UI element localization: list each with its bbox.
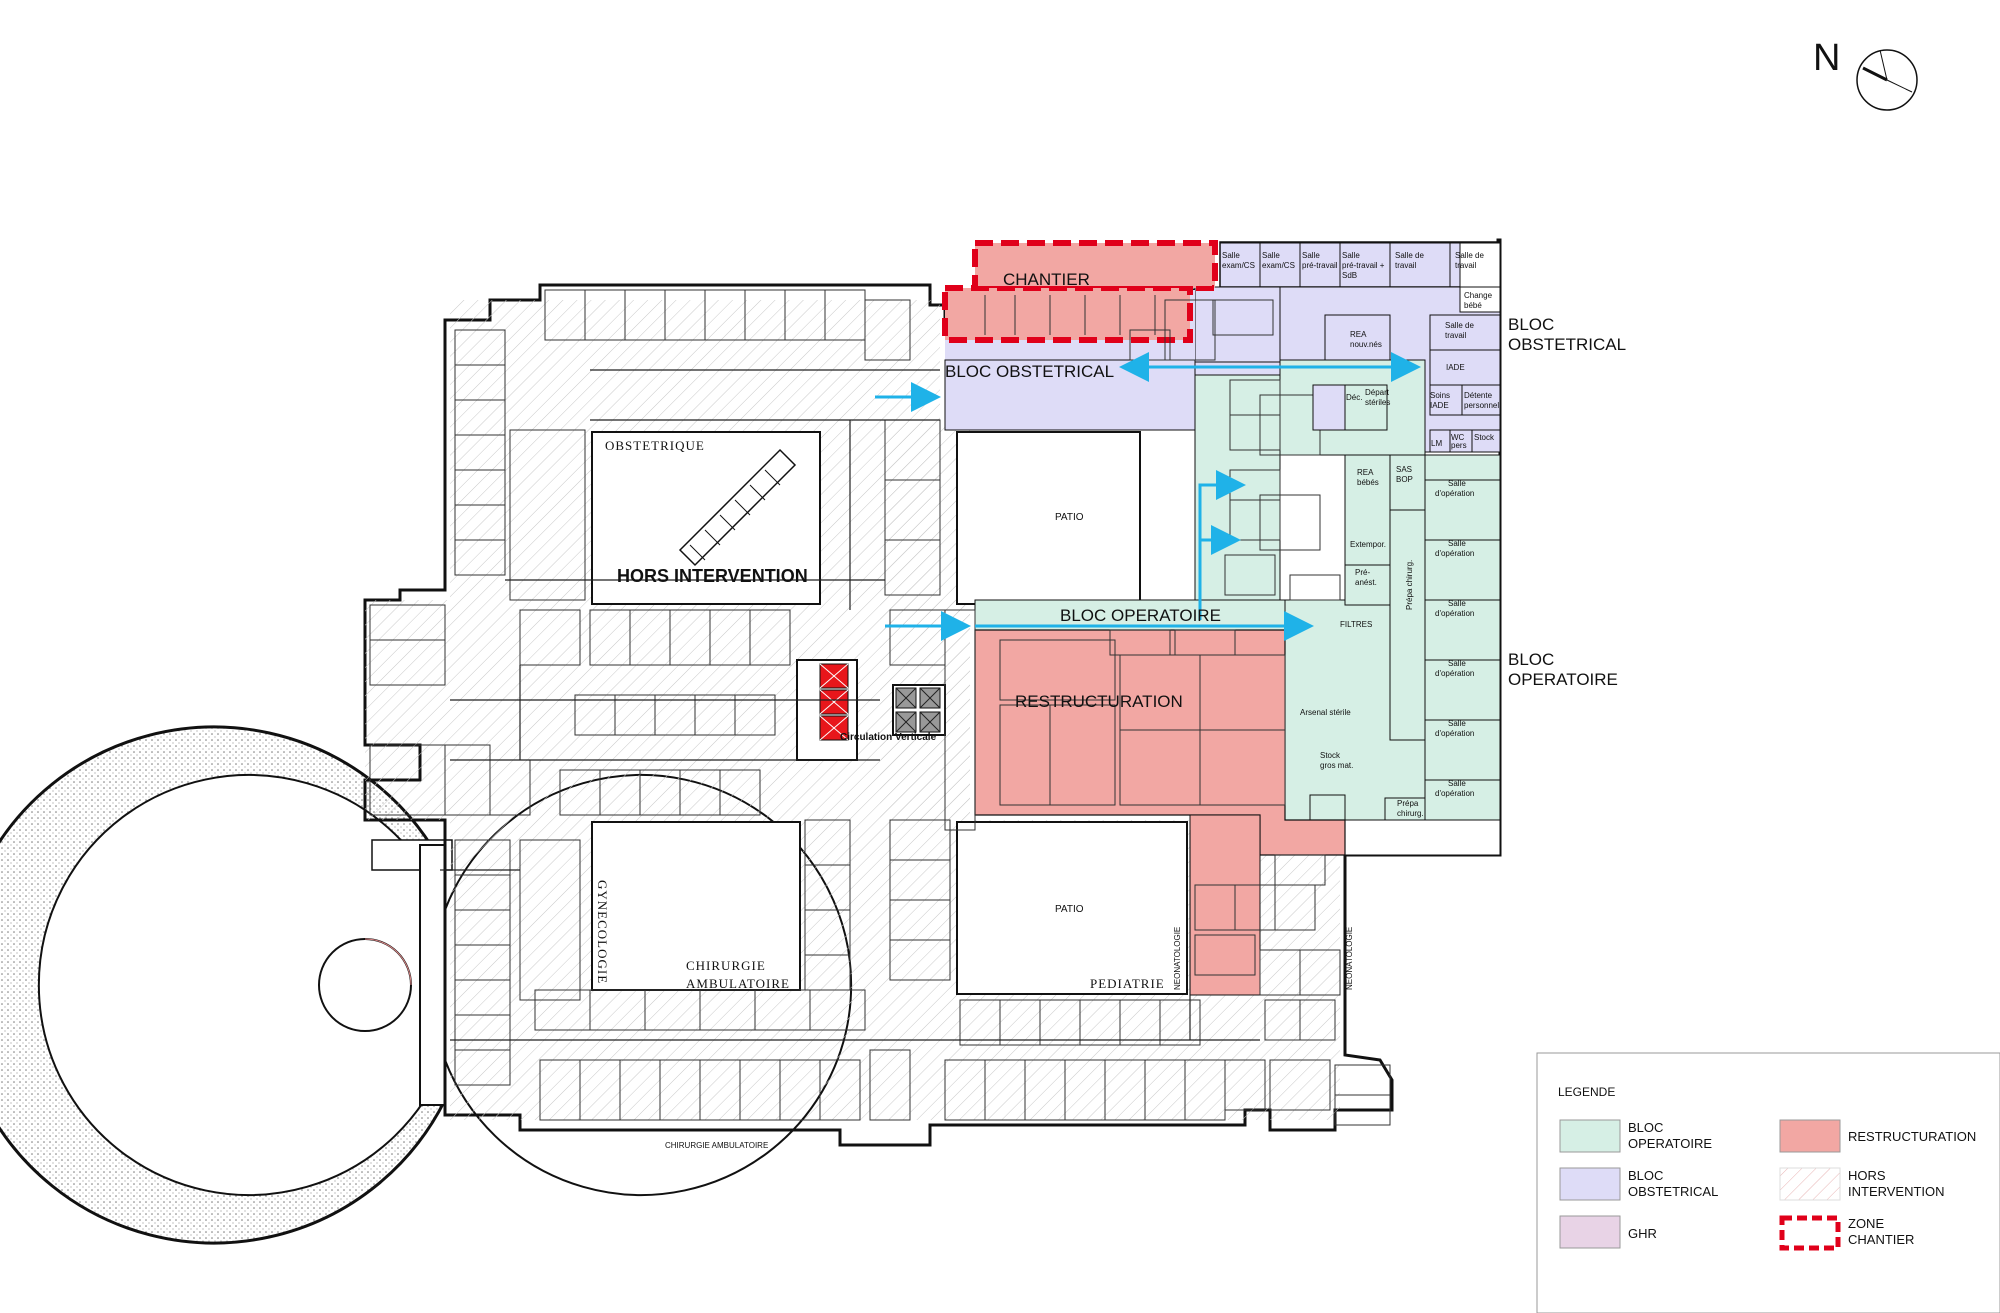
patio-north <box>956 431 1141 605</box>
room-label: Déc. <box>1346 393 1362 402</box>
circulation-arrows <box>875 352 1421 641</box>
legend-swatch-ghr <box>1559 1215 1621 1249</box>
room-label: Arsenal stérile <box>1300 708 1351 717</box>
legend-swatch-hors-intervention <box>1779 1167 1841 1201</box>
pediatrie-label: PEDIATRIE <box>1090 976 1165 991</box>
room-label: LM <box>1431 439 1442 448</box>
legend-label-ghr: GHR <box>1628 1226 1657 1241</box>
circulation-text: Circulation Verticale <box>840 732 937 743</box>
room-label: Extempor. <box>1350 540 1386 549</box>
circulation-label: Circulation Verticale <box>840 732 937 743</box>
chirurgie-ambulatoire-label-2: AMBULATOIRE <box>686 976 790 991</box>
neonatologie-label-1: NEONATOLOGIE <box>1173 927 1182 990</box>
room-label: Prépa chirurg. <box>1405 560 1414 610</box>
room-label: FILTRES <box>1340 620 1372 629</box>
chantier-zone <box>942 240 1218 343</box>
room-label: Pré-anést. <box>1355 568 1377 587</box>
north-letter: N <box>1813 37 1840 79</box>
chantier-label: CHANTIER <box>1003 270 1090 289</box>
legend-title: LEGENDE <box>1558 1085 1615 1099</box>
room-label: IADE <box>1446 363 1465 372</box>
neonatologie-label-2: NEONATOLOGIE <box>1345 927 1354 990</box>
room-grid <box>369 289 1391 1126</box>
compass: N <box>1813 37 1918 111</box>
restructuration-label: RESTRUCTURATION <box>1015 692 1183 711</box>
obstetrical-rooms <box>1219 242 1501 453</box>
chirurgie-courtyard <box>591 821 801 991</box>
legend-swatch-zone-chantier <box>1779 1215 1841 1251</box>
bloc-operatoire-label: BLOC OPERATOIRE <box>1060 606 1221 625</box>
vertical-circulation-core <box>796 659 946 761</box>
obstetrique-label: OBSTETRIQUE <box>605 438 705 453</box>
chirurgie-ambulatoire-label-1: CHIRURGIE <box>686 958 766 973</box>
chirurgie-ambulatoire-bottom-label: CHIRURGIE AMBULATOIRE <box>665 1141 768 1150</box>
operating-rooms <box>1384 479 1501 821</box>
patio-south-label: PATIO <box>1055 904 1084 915</box>
legend-label-restructuration: RESTRUCTURATION <box>1848 1129 1976 1144</box>
room-label: Stock <box>1474 433 1495 442</box>
patio-north-label: PATIO <box>1055 512 1084 523</box>
staircase <box>678 448 797 567</box>
hors-intervention-label: HORS INTERVENTION <box>617 566 808 586</box>
legend-swatch-restructuration <box>1779 1119 1841 1153</box>
bloc-obstetrical-label: BLOC OBSTETRICAL <box>945 362 1114 381</box>
legend-swatch-bloc-operatoire <box>1559 1119 1621 1153</box>
patio-south <box>956 821 1188 995</box>
legend-swatch-bloc-obstetrical <box>1559 1167 1621 1201</box>
restructuration-zone <box>974 629 1346 996</box>
gynecologie-label: GYNECOLOGIE <box>595 880 610 984</box>
